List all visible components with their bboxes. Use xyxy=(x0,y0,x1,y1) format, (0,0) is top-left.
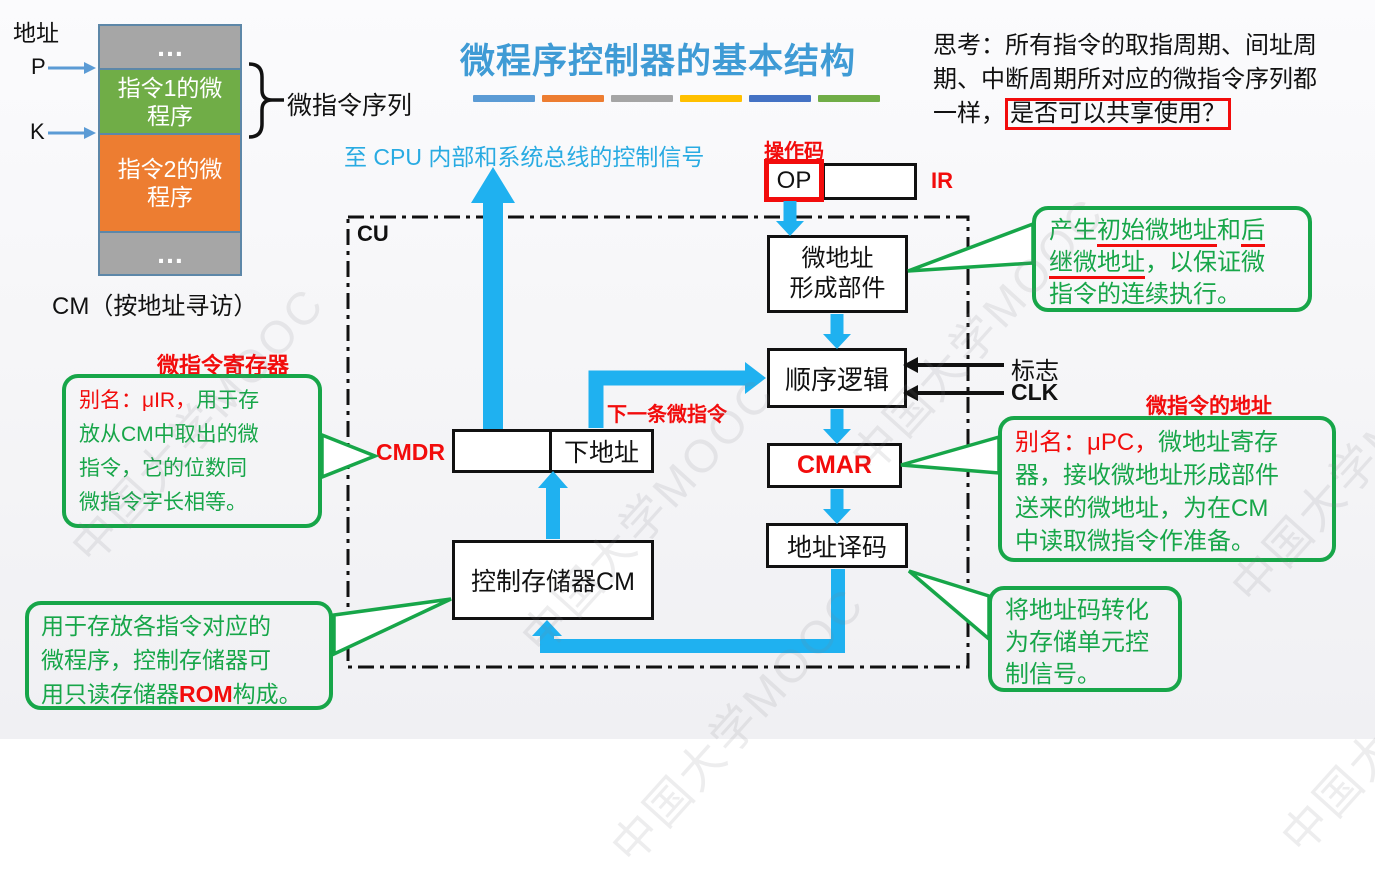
rom-line2: 微程序，控制存储器可 xyxy=(41,647,271,673)
upc-line3: 送来的微地址，为在CM xyxy=(1015,495,1269,522)
instr2-line2: 程序 xyxy=(147,184,193,210)
clk-arrow xyxy=(903,385,1004,401)
seq-to-cmar-arrow xyxy=(823,409,851,444)
upc-callout-title: 微指令的地址 xyxy=(1146,395,1272,418)
watermark: 中国大学MOOC xyxy=(1270,567,1375,863)
cmdr-cell-next-address: 下地址 xyxy=(563,439,639,467)
title-bar-3 xyxy=(611,95,673,102)
sequence-brace xyxy=(248,62,284,139)
title-bar-4 xyxy=(680,95,742,102)
cmdr-register-box: 下地址 xyxy=(452,429,654,473)
gen-callout-pointer xyxy=(907,221,1035,273)
rom-callout-pointer xyxy=(332,597,452,657)
title-bar-6 xyxy=(818,95,880,102)
gen-line3: 指令的连续执行。 xyxy=(1049,281,1241,308)
memory-row-dots-bottom: … xyxy=(100,231,240,274)
memory-row-instr2: 指令2的微 程序 xyxy=(100,133,240,231)
pointer-k-arrow xyxy=(48,127,96,139)
upc-callout-pointer xyxy=(900,434,1001,475)
gen-p1: 产生 xyxy=(1049,217,1097,244)
op-field-box: OP xyxy=(764,159,824,202)
think-question: 思考：所有指令的取指周期、间址周期、中断周期所对应的微指令序列都一样，是否可以共… xyxy=(933,29,1337,131)
clk-label: CLK xyxy=(1011,379,1059,405)
ir-register-box xyxy=(822,163,917,200)
uir-line3: 指令，它的位数同 xyxy=(79,457,247,480)
uir-callout: 别名：μIR，用于存 放从CM中取出的微 指令，它的位数同 微指令字长相等。 xyxy=(62,374,322,528)
dec-line2: 为存储单元控 xyxy=(1005,629,1149,656)
instr2-line1: 指令2的微 xyxy=(117,156,223,182)
control-memory-box: 控制存储器CM xyxy=(452,540,654,620)
uir-line1: 别名：μIR，用于存 xyxy=(79,384,305,418)
rom-red: ROM xyxy=(179,681,233,707)
upc-callout: 别名：μPC，微地址寄存 器，接收微地址形成部件 送来的微地址，为在CM 中读取… xyxy=(998,416,1336,562)
gen-line1: 产生初始微地址和后 xyxy=(1049,215,1295,247)
decode-callout-pointer xyxy=(907,569,991,643)
address-decoder-box: 地址译码 xyxy=(766,523,908,568)
microinstruction-sequence-label: 微指令序列 xyxy=(287,92,413,120)
flag-label: 标志 xyxy=(1011,358,1059,385)
microaddress-generation-callout: 产生初始微地址和后 继微地址，以保证微 指令的连续执行。 xyxy=(1032,206,1312,312)
pointer-k-label: K xyxy=(30,119,45,144)
address-label: 地址 xyxy=(13,20,59,46)
title-bar-5 xyxy=(749,95,811,102)
cmar-box: CMAR xyxy=(767,443,902,488)
next-microinstruction-label: 下一条微指令 xyxy=(607,404,727,426)
upc-rest1: 微地址寄存 xyxy=(1158,429,1279,456)
upc-alias: 别名：μPC， xyxy=(1015,429,1159,456)
gen-p3: ，以保证微 xyxy=(1145,249,1265,276)
upc-line2: 器，接收微地址形成部件 xyxy=(1015,462,1279,489)
flag-arrow xyxy=(903,357,1004,373)
address-decode-callout: 将地址码转化 为存储单元控 制信号。 xyxy=(988,586,1182,692)
rom-line3: 用只读存储器ROM构成。 xyxy=(41,677,317,711)
think-text: 思考：所有指令的取指周期、间址周期、中断周期所对应的微指令序列都一样， xyxy=(933,33,1317,127)
upc-line1: 别名：μPC，微地址寄存 xyxy=(1015,426,1319,459)
instr1-line1: 指令1的微 xyxy=(117,74,223,101)
gen-u2: 后 xyxy=(1241,217,1265,247)
gen-p2: 和 xyxy=(1217,217,1241,244)
uir-alias: 别名：μIR， xyxy=(79,389,197,412)
cm-to-cmdr-arrow xyxy=(538,471,568,539)
page-title: 微程序控制器的基本结构 xyxy=(460,42,857,81)
memory-row-instr1: 指令1的微 程序 xyxy=(100,68,240,133)
think-boxed-text: 是否可以共享使用？ xyxy=(1005,98,1231,130)
microaddress-forming-unit-box: 微地址 形成部件 xyxy=(767,235,908,313)
ir-label: IR xyxy=(931,168,953,193)
uir-rest1: 用于存 xyxy=(196,389,260,412)
rom-line1: 用于存放各指令对应的 xyxy=(41,613,271,639)
cu-label: CU xyxy=(357,221,389,246)
rom-p1: 用只读存储器 xyxy=(41,681,179,707)
control-memory-stack: … 指令1的微 程序 指令2的微 程序 … xyxy=(98,24,242,276)
dec-line1: 将地址码转化 xyxy=(1005,597,1149,624)
cmdr-label: CMDR xyxy=(376,439,445,465)
uir-line2: 放从CM中取出的微 xyxy=(79,423,259,446)
uir-callout-title: 微指令寄存器 xyxy=(157,353,290,378)
uaddr-line2: 形成部件 xyxy=(789,275,886,302)
pointer-p-arrow xyxy=(48,62,96,74)
uaddr-to-seq-arrow xyxy=(823,314,851,349)
sequential-logic-box: 顺序逻辑 xyxy=(767,348,907,408)
cmar-to-decoder-arrow xyxy=(823,489,851,524)
control-signals-up-arrow xyxy=(471,167,515,429)
dec-line3: 制信号。 xyxy=(1005,661,1101,688)
memory-row-dots-top: … xyxy=(100,26,240,68)
rom-callout: 用于存放各指令对应的 微程序，控制存储器可 用只读存储器ROM构成。 xyxy=(25,601,333,710)
instr1-line2: 程序 xyxy=(147,102,193,129)
gen-u1: 初始微地址 xyxy=(1097,217,1217,247)
uir-callout-pointer xyxy=(320,432,380,480)
cmdr-cell-control xyxy=(455,432,552,470)
opcode-label: 操作码 xyxy=(764,141,824,163)
title-bar-1 xyxy=(473,95,535,102)
op-to-uaddr-arrow xyxy=(776,201,804,236)
uir-line4: 微指令字长相等。 xyxy=(79,491,247,514)
to-cpu-signal-label: 至 CPU 内部和系统总线的控制信号 xyxy=(344,144,705,170)
pointer-p-label: P xyxy=(31,54,46,79)
upc-line4: 中读取微指令作准备。 xyxy=(1015,528,1255,555)
uaddr-line1: 微地址 xyxy=(801,245,874,272)
gen-u3: 继微地址 xyxy=(1049,249,1145,279)
title-bar-2 xyxy=(542,95,604,102)
rom-p2: 构成。 xyxy=(232,681,302,707)
gen-line2: 继微地址，以保证微 xyxy=(1049,247,1295,279)
cm-caption: CM（按地址寻访） xyxy=(52,293,258,320)
